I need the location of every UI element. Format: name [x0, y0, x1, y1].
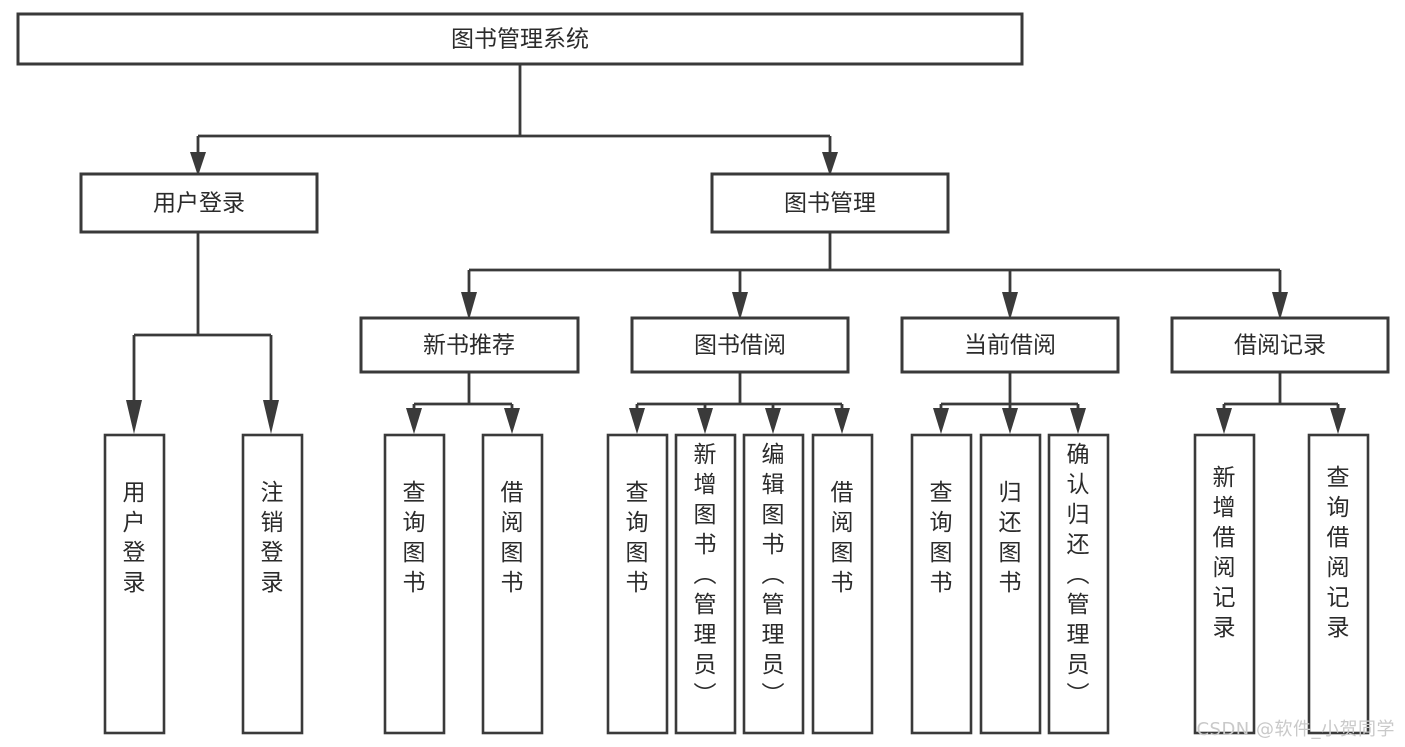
leaf-edit-book[interactable]: 编辑图书︵管理员︶ — [742, 433, 805, 735]
leaf-query-book-1-box[interactable] — [383, 433, 446, 735]
leaf-borrow-book-2-label: 借阅图书 — [831, 480, 854, 596]
leaf-query-book-1-label: 查询图书 — [403, 480, 426, 596]
leaf-return-book[interactable]: 归还图书 — [979, 433, 1042, 735]
leaf-borrow-book-2-box[interactable] — [811, 433, 874, 735]
arrow-leaf-query-record — [1330, 408, 1346, 434]
leaf-return-book-label: 归还图书 — [999, 480, 1022, 596]
arrow-leaf-query-book-1 — [406, 408, 422, 434]
leaf-borrow-book-1-box[interactable] — [481, 433, 544, 735]
leaf-query-book-2[interactable]: 查询图书 — [606, 433, 669, 735]
node-new-book-recommend-label: 新书推荐 — [423, 333, 515, 359]
leaf-edit-book-label: 编辑图书︵管理员︶ — [762, 442, 785, 708]
node-book-management-label: 图书管理 — [784, 191, 876, 217]
arrow-leaf-borrow-book-2 — [834, 408, 850, 434]
leaf-query-book-3-box[interactable] — [910, 433, 973, 735]
leaf-query-book-2-label: 查询图书 — [626, 480, 649, 596]
node-root[interactable]: 图书管理系统 — [16, 12, 1024, 66]
leaf-add-record-box[interactable] — [1193, 433, 1256, 735]
arrow-leaf-confirm-return — [1070, 408, 1086, 434]
leaf-add-book-label: 新增图书︵管理员︶ — [694, 442, 717, 708]
node-current-borrow[interactable]: 当前借阅 — [900, 316, 1120, 374]
node-new-book-recommend-box[interactable] — [359, 316, 580, 374]
node-root-box[interactable] — [16, 12, 1024, 66]
leaf-confirm-return-label: 确认归还︵管理员︶ — [1067, 442, 1090, 708]
node-book-borrow-label: 图书借阅 — [694, 333, 786, 359]
leaf-borrow-book-1-label: 借阅图书 — [501, 480, 524, 596]
arrow-user-login — [190, 152, 206, 176]
leaf-query-book-3[interactable]: 查询图书 — [910, 433, 973, 735]
arrow-current-borrow — [1002, 292, 1018, 320]
node-book-management[interactable]: 图书管理 — [710, 172, 950, 234]
leaf-return-book-box[interactable] — [979, 433, 1042, 735]
leaf-query-book-1[interactable]: 查询图书 — [383, 433, 446, 735]
arrow-leaf-query-book-2 — [629, 408, 645, 434]
leaf-confirm-return[interactable]: 确认归还︵管理员︶ — [1047, 433, 1110, 735]
arrow-book-management — [822, 152, 838, 176]
leaf-user-logout-label: 注销登录 — [261, 480, 284, 596]
leaf-query-record-label: 查询借阅记录 — [1327, 465, 1350, 641]
leaf-user-logout-box[interactable] — [241, 433, 304, 735]
arrow-book-borrow — [732, 292, 748, 320]
node-root-label: 图书管理系统 — [451, 27, 589, 53]
arrow-leaf-user-logout — [263, 400, 279, 434]
arrow-new-book-recommend — [461, 292, 477, 320]
arrow-leaf-borrow-book-1 — [504, 408, 520, 434]
leaf-user-logout[interactable]: 注销登录 — [241, 433, 304, 735]
leaf-query-record-box[interactable] — [1307, 433, 1370, 735]
node-borrow-record-label: 借阅记录 — [1234, 333, 1326, 359]
arrow-leaf-add-book — [697, 408, 713, 434]
node-borrow-record-box[interactable] — [1170, 316, 1390, 374]
leaf-user-login-box[interactable] — [103, 433, 166, 735]
leaf-add-book-box[interactable] — [674, 433, 737, 735]
leaf-query-record[interactable]: 查询借阅记录 — [1307, 433, 1370, 735]
csdn-watermark: CSDN @软件_小贺同学 — [1196, 719, 1395, 740]
arrow-leaf-query-book-3 — [933, 408, 949, 434]
node-book-borrow-box[interactable] — [630, 316, 850, 374]
node-book-borrow[interactable]: 图书借阅 — [630, 316, 850, 374]
leaf-query-book-3-label: 查询图书 — [930, 480, 953, 596]
leaf-user-login[interactable]: 用户登录 — [103, 433, 166, 735]
node-current-borrow-box[interactable] — [900, 316, 1120, 374]
leaf-add-book[interactable]: 新增图书︵管理员︶ — [674, 433, 737, 735]
node-borrow-record[interactable]: 借阅记录 — [1170, 316, 1390, 374]
node-user-login[interactable]: 用户登录 — [79, 172, 319, 234]
node-user-login-label: 用户登录 — [153, 191, 245, 217]
node-user-login-box[interactable] — [79, 172, 319, 234]
leaf-add-record-label: 新增借阅记录 — [1213, 465, 1236, 641]
node-current-borrow-label: 当前借阅 — [964, 333, 1056, 359]
arrow-leaf-edit-book — [765, 408, 781, 434]
arrow-leaf-add-record — [1216, 408, 1232, 434]
leaf-borrow-book-2[interactable]: 借阅图书 — [811, 433, 874, 735]
edge-layer — [126, 64, 1346, 434]
node-book-management-box[interactable] — [710, 172, 950, 234]
leaf-add-record[interactable]: 新增借阅记录 — [1193, 433, 1256, 735]
leaf-borrow-book-1[interactable]: 借阅图书 — [481, 433, 544, 735]
leaf-confirm-return-box[interactable] — [1047, 433, 1110, 735]
leaf-query-book-2-box[interactable] — [606, 433, 669, 735]
arrow-leaf-return-book — [1002, 408, 1018, 434]
arrow-borrow-record — [1272, 292, 1288, 320]
node-new-book-recommend[interactable]: 新书推荐 — [359, 316, 580, 374]
leaf-edit-book-box[interactable] — [742, 433, 805, 735]
leaf-user-login-label: 用户登录 — [123, 480, 146, 596]
arrow-leaf-user-login — [126, 400, 142, 434]
